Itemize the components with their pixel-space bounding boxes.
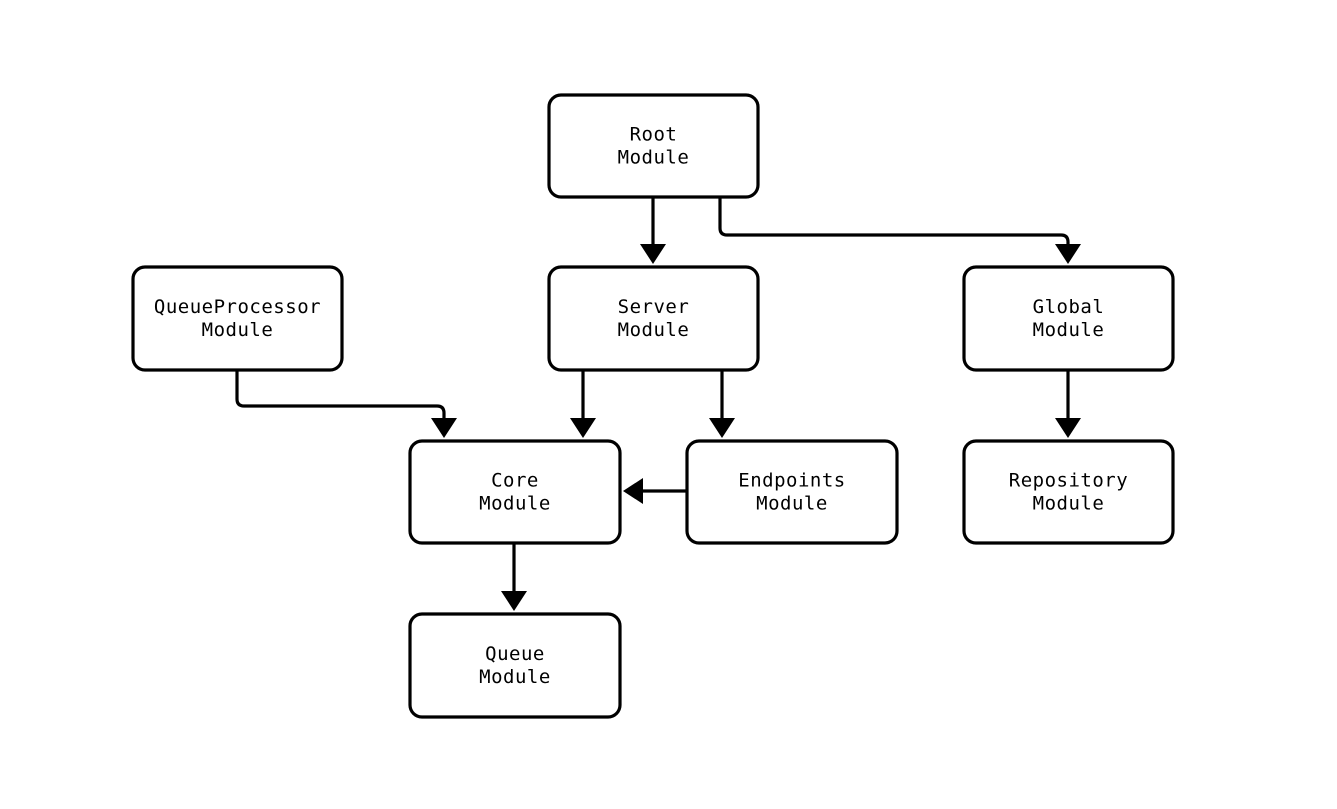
node-label-primary: Queue [485,643,545,665]
node-box[interactable] [408,439,622,545]
node-label-secondary: Module [618,319,690,341]
node-label-secondary: Module [618,147,690,169]
node-box[interactable] [547,93,760,199]
edge-line [235,370,446,420]
node-label-secondary: Module [202,319,274,341]
node-label-primary: Root [630,124,678,146]
edge-queueprocessor-to-core [235,370,457,438]
edge-core-to-queue [501,543,527,611]
node-label-primary: Core [491,470,539,492]
arrowhead-icon [1055,418,1081,438]
node-box[interactable] [131,265,344,372]
node-box[interactable] [547,265,760,372]
node-label-primary: QueueProcessor [154,296,321,318]
edge-server-to-endpoints [709,370,735,438]
node-label-primary: Repository [1009,470,1128,492]
node-label-primary: Endpoints [738,470,845,492]
arrowhead-icon [570,418,596,438]
edge-endpoints-to-core [623,478,687,504]
edge-root-to-server [640,197,666,264]
node-box[interactable] [962,265,1175,372]
arrowhead-icon [501,591,527,611]
node-label-primary: Server [618,296,690,318]
arrowhead-icon [709,418,735,438]
edge-line [718,197,1070,246]
nodes-layer: RootModuleQueueProcessorModuleServerModu… [131,93,1175,719]
node-label-primary: Global [1033,296,1105,318]
node-label-secondary: Module [756,493,828,515]
node-label-secondary: Module [479,493,551,515]
node-box[interactable] [685,439,899,545]
arrowhead-icon [1055,244,1081,264]
edges-layer [235,197,1081,611]
edge-server-to-core [570,370,596,438]
arrowhead-icon [623,478,643,504]
node-box[interactable] [962,439,1175,545]
edge-global-to-repository [1055,370,1081,438]
node-label-secondary: Module [1033,319,1105,341]
node-label-secondary: Module [1033,493,1105,515]
arrowhead-icon [640,244,666,264]
node-label-secondary: Module [479,666,551,688]
edge-root-to-global [718,197,1081,264]
node-box[interactable] [408,612,622,719]
arrowhead-icon [431,418,457,438]
